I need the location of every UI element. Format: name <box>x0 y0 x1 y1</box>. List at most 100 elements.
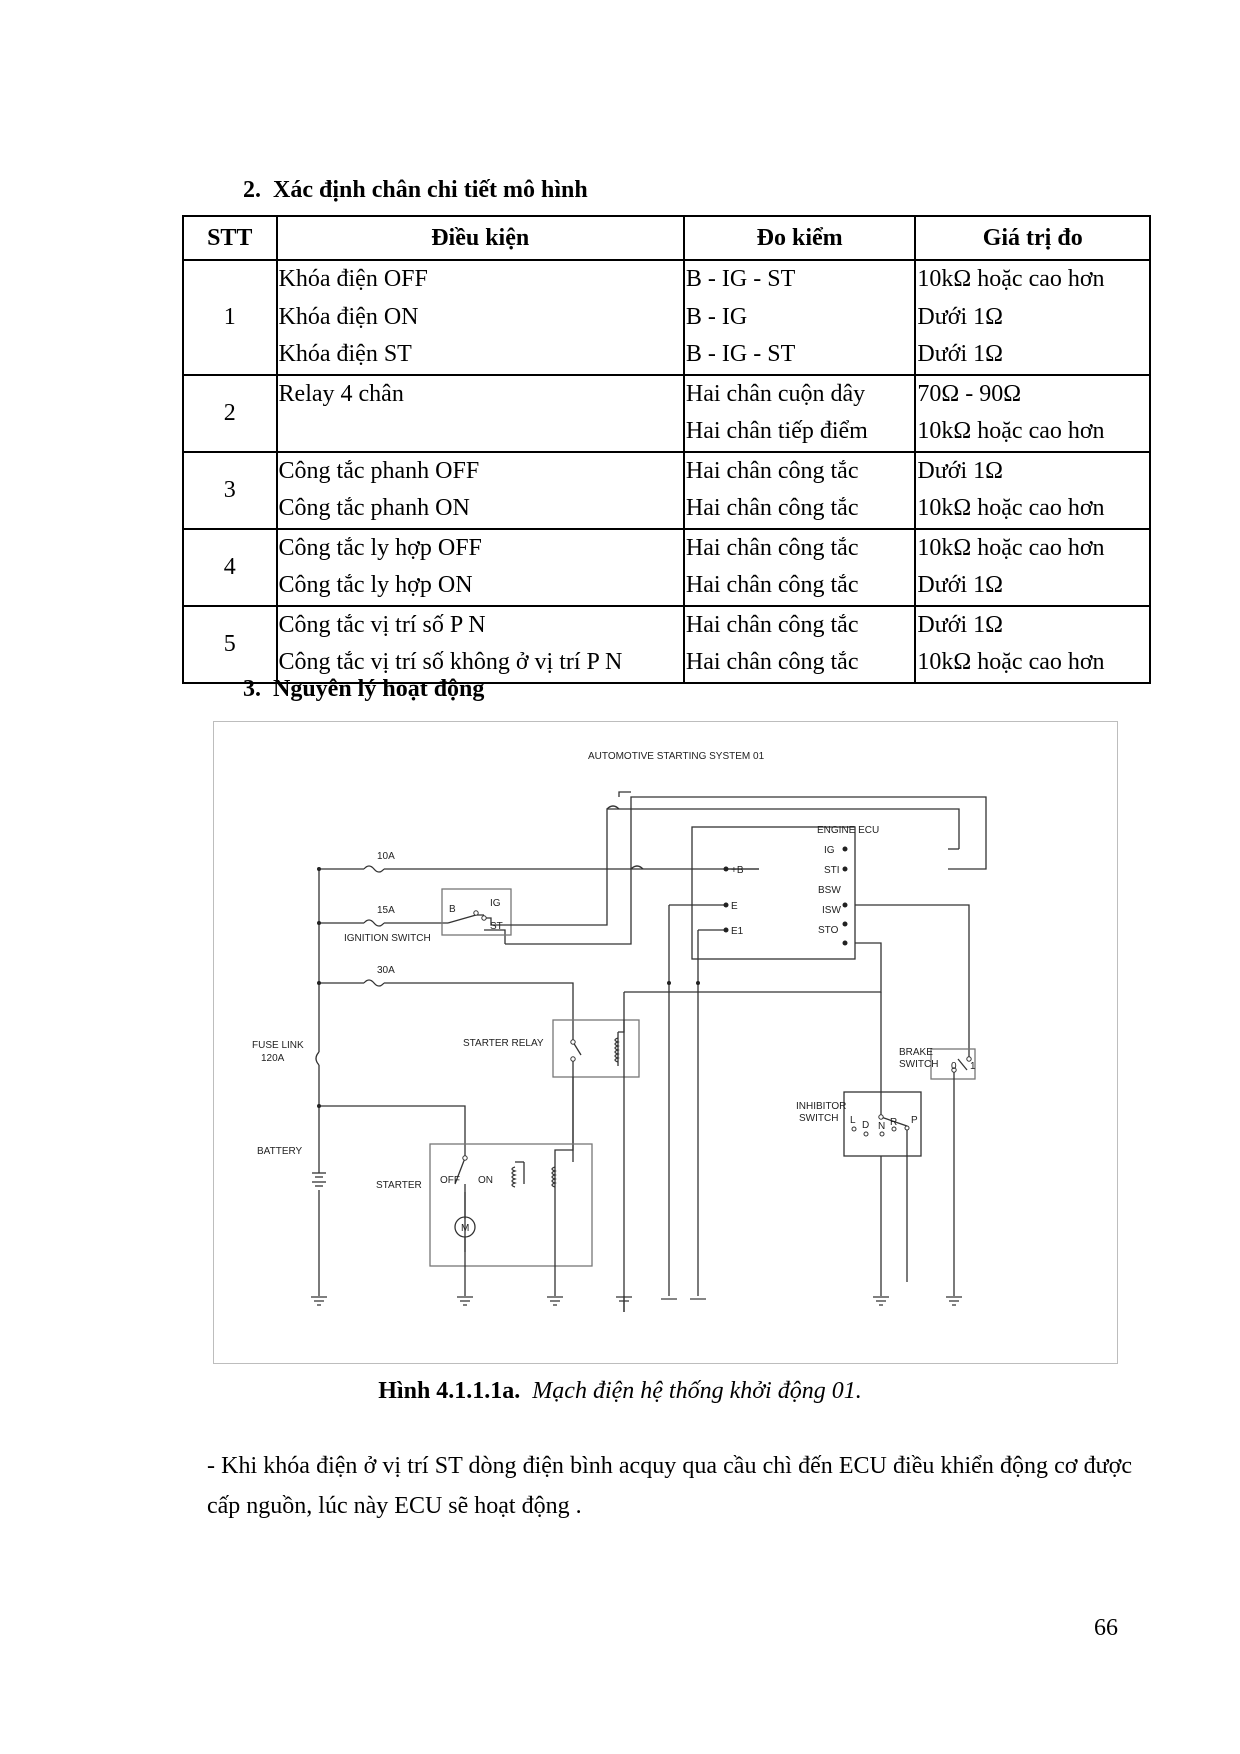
cell-line: Hai chân công tắc <box>685 649 859 675</box>
caption-number: Hình 4.1.1.1a. <box>378 1378 521 1404</box>
caption-text: Mạch điện hệ thống khởi động 01. <box>532 1378 862 1404</box>
ign-st-label: ST <box>490 921 503 932</box>
cell-line: Hai chân công tắc <box>685 457 859 484</box>
table-header-row: STT Điều kiện Đo kiểm Giá trị đo <box>182 215 1151 261</box>
header-measure: Đo kiểm <box>682 215 917 261</box>
brake-switch-label: BRAKE <box>899 1047 933 1058</box>
cell-stt: 5 <box>182 604 278 684</box>
cell-line: 10kΩ hoặc cao hơn <box>917 266 1105 292</box>
brake-pos-0: 0 <box>951 1061 957 1072</box>
cell-line: Công tắc ly hợp OFF <box>278 534 482 561</box>
ign-b-label: B <box>449 904 456 915</box>
inhibitor-pos-n: N <box>878 1121 885 1132</box>
cell-line: Hai chân công tắc <box>685 611 859 638</box>
inhibitor-pos-d: D <box>862 1120 869 1131</box>
cell-condition: Công tắc vị trí số P N Công tắc vị trí số… <box>275 604 685 684</box>
ecu-pin-ig: IG <box>824 845 835 856</box>
cell-line: Dưới 1Ω <box>917 457 1003 484</box>
ignition-switch-label: IGNITION SWITCH <box>344 933 431 944</box>
section-3-heading: 3. Nguyên lý hoạt động <box>243 676 485 702</box>
cell-line: Công tắc phanh ON <box>278 495 470 521</box>
circuit-svg: AUTOMOTIVE STARTING SYSTEM 01 ENGINE ECU… <box>252 751 987 1312</box>
starter-on-label: ON <box>478 1175 493 1186</box>
cell-line: Hai chân tiếp điểm <box>685 418 868 444</box>
cell-line: Khóa điện ON <box>278 303 419 330</box>
ecu-pin-e: E <box>731 901 738 912</box>
cell-line: Khóa điện ST <box>278 341 412 367</box>
motor-label: M <box>461 1223 469 1234</box>
brake-switch-label-2: SWITCH <box>899 1059 938 1070</box>
cell-line: Công tắc phanh OFF <box>278 457 480 484</box>
inhibitor-switch-label: INHIBITOR <box>796 1101 846 1112</box>
starter-label: STARTER <box>376 1180 422 1191</box>
cell-line: 10kΩ hoặc cao hơn <box>917 495 1105 521</box>
fuse-30a-label: 30A <box>377 965 395 976</box>
fuse-10a-label: 10A <box>377 851 395 862</box>
ecu-label: ENGINE ECU <box>817 825 879 836</box>
starter-off-label: OFF <box>440 1175 460 1186</box>
cell-line: Công tắc ly hợp ON <box>278 572 473 598</box>
cell-line: 10kΩ hoặc cao hơn <box>917 534 1105 561</box>
brake-pos-1: 1 <box>970 1061 976 1072</box>
cell-line: Dưới 1Ω <box>917 303 1003 330</box>
fuse-link-label: FUSE LINK <box>252 1040 304 1051</box>
header-condition: Điều kiện <box>275 215 685 261</box>
cell-measure: B - IG - ST B - IG B - IG - ST <box>682 259 917 376</box>
battery-label: BATTERY <box>257 1146 303 1157</box>
ecu-pin-bsw: BSW <box>818 885 841 896</box>
cell-line: Dưới 1Ω <box>917 572 1003 598</box>
starting-system-diagram: AUTOMOTIVE STARTING SYSTEM 01 ENGINE ECU… <box>213 721 1118 1364</box>
cell-stt: 3 <box>182 450 278 530</box>
cell-line: Dưới 1Ω <box>917 341 1003 367</box>
starter-relay-label: STARTER RELAY <box>463 1038 544 1049</box>
inhibitor-pos-l: L <box>850 1115 856 1126</box>
ecu-pin-e1: E1 <box>731 926 744 937</box>
cell-line: Hai chân cuộn dây <box>685 380 866 407</box>
ecu-pin-sto: STO <box>818 925 839 936</box>
cell-value: Dưới 1Ω 10kΩ hoặc cao hơn <box>914 604 1151 684</box>
cell-line: B - IG <box>685 303 748 330</box>
cell-condition: Công tắc phanh OFF Công tắc phanh ON <box>275 450 685 530</box>
cell-line: Dưới 1Ω <box>917 611 1003 638</box>
inhibitor-pos-r: R <box>890 1117 897 1128</box>
figure-caption: Hình 4.1.1.1a. Mạch điện hệ thống khởi đ… <box>0 1378 1240 1405</box>
cell-line: B - IG - ST <box>685 266 796 292</box>
cell-line: Relay 4 chân <box>278 380 404 407</box>
header-stt: STT <box>182 215 278 261</box>
cell-line: Hai chân công tắc <box>685 572 859 598</box>
inhibitor-pos-p: P <box>911 1115 918 1126</box>
ecu-pin-isw: ISW <box>822 905 841 916</box>
section-2-heading: 2. Xác định chân chi tiết mô hình <box>243 177 588 203</box>
cell-line: 10kΩ hoặc cao hơn <box>917 649 1105 675</box>
fuse-link-rating: 120A <box>261 1053 285 1064</box>
cell-stt: 2 <box>182 373 278 453</box>
cell-value: Dưới 1Ω 10kΩ hoặc cao hơn <box>914 450 1151 530</box>
cell-line <box>278 413 683 451</box>
cell-line: 10kΩ hoặc cao hơn <box>917 418 1105 444</box>
cell-line: Công tắc vị trí số P N <box>278 611 486 638</box>
cell-condition: Công tắc ly hợp OFF Công tắc ly hợp ON <box>275 527 685 607</box>
cell-stt: 4 <box>182 527 278 607</box>
fuse-15a-label: 15A <box>377 905 395 916</box>
body-paragraph: - Khi khóa điện ở vị trí ST dòng điện bì… <box>207 1453 1132 1519</box>
cell-condition: Relay 4 chân <box>275 373 685 453</box>
cell-line: Công tắc vị trí số không ở vị trí P N <box>278 649 623 675</box>
cell-line: 70Ω - 90Ω <box>917 380 1022 407</box>
cell-stt: 1 <box>182 259 278 376</box>
header-value: Giá trị đo <box>914 215 1151 261</box>
cell-line: B - IG - ST <box>685 341 796 367</box>
cell-line: Hai chân công tắc <box>685 495 859 521</box>
